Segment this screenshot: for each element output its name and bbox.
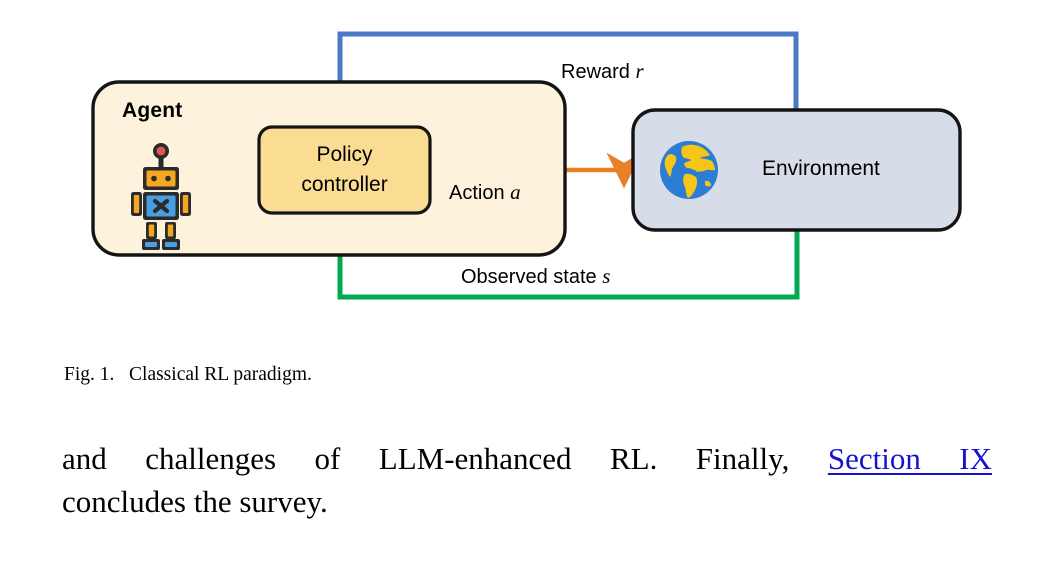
action-edge-label-text: Action xyxy=(449,182,505,204)
reward-edge xyxy=(319,31,799,140)
environment-title: Environment xyxy=(762,157,880,180)
policy-controller-label: Policy controller xyxy=(259,140,430,200)
reward-edge-label: Reward r xyxy=(561,59,644,84)
environment-box xyxy=(631,108,962,232)
observed-state-edge-label-text: Observed state xyxy=(461,266,597,288)
reward-edge-label-variable: r xyxy=(635,59,644,83)
policy-controller-box xyxy=(257,125,432,215)
policy-controller-label-line2: controller xyxy=(301,173,388,196)
figure-caption: Fig. 1. Classical RL paradigm. xyxy=(64,364,312,386)
action-edge-label-variable: a xyxy=(510,180,521,204)
reward-edge-label-text: Reward xyxy=(561,61,630,83)
body-text-before-link: and challenges of LLM-enhanced RL. Final… xyxy=(62,441,790,476)
action-edge-label: Action a xyxy=(449,180,521,205)
observed-state-edge-label-variable: s xyxy=(602,264,611,288)
rl-paradigm-diagram xyxy=(91,31,962,300)
observed-state-edge-label: Observed state s xyxy=(461,264,610,289)
globe-icon xyxy=(660,141,718,199)
figure-caption-text: Classical RL paradigm. xyxy=(129,364,312,385)
observed-state-edge xyxy=(320,202,800,300)
body-paragraph: and challenges of LLM-enhanced RL. Final… xyxy=(62,437,992,523)
agent-title: Agent xyxy=(122,99,183,122)
robot-icon xyxy=(131,143,191,250)
body-paragraph-line-1: and challenges of LLM-enhanced RL. Final… xyxy=(62,437,992,480)
section-ix-link[interactable]: Section IX xyxy=(827,441,992,476)
body-paragraph-line-2: concludes the survey. xyxy=(62,484,328,519)
figure-classical-rl-paradigm: Agent Policy controller Environment Rewa… xyxy=(91,31,962,300)
policy-controller-label-line1: Policy xyxy=(316,143,373,166)
figure-caption-number: Fig. 1. xyxy=(64,364,115,385)
